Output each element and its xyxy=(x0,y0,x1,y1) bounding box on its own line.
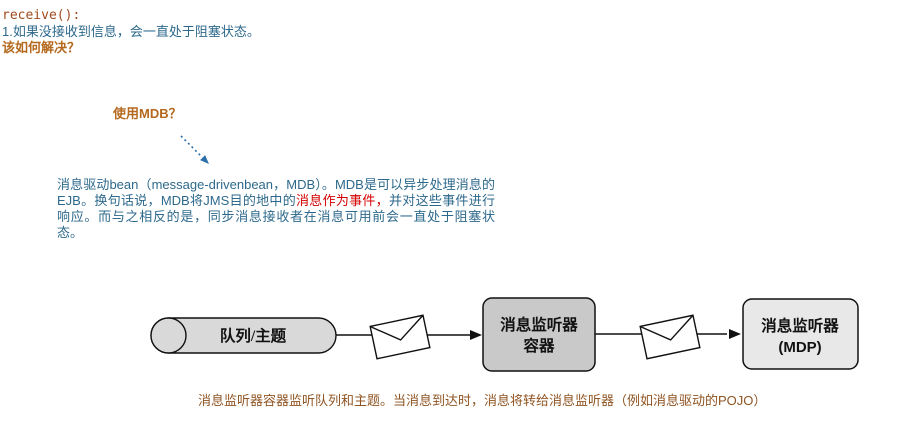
arrowhead-into-container xyxy=(470,330,482,340)
how-to-solve-question: 该如何解决？ xyxy=(2,40,81,55)
envelope-body xyxy=(369,314,431,360)
envelope-flap xyxy=(369,314,424,341)
dashed-arrow-head xyxy=(200,155,209,164)
diagram-caption: 消息监听器容器监听队列和主题。当消息到达时，消息将转给消息监听器（例如消息驱动的… xyxy=(198,393,767,408)
dashed-arrow-icon xyxy=(180,135,209,164)
listener-label-line1: 消息监听器 xyxy=(761,316,839,335)
container-label-line2: 容器 xyxy=(522,336,555,355)
message-flow-diagram: 队列/主题 消息监听器 容器 消息监听器 (MDP) xyxy=(150,297,859,372)
notes-header: receive(): 1.如果没接收到信息，会一直处于阻塞状态。 该如何解决？ xyxy=(2,8,260,56)
container-label-line1: 消息监听器 xyxy=(500,315,578,334)
cylinder-left-cap xyxy=(150,317,187,354)
receive-code-line: receive(): xyxy=(2,8,81,23)
arrowhead-into-listener xyxy=(729,329,741,339)
envelope-body xyxy=(639,314,701,360)
envelope-flap xyxy=(639,314,694,341)
blocking-problem-line: 1.如果没接收到信息，会一直处于阻塞状态。 xyxy=(2,24,260,39)
paragraph-text-after: 并对这些事件进行响应。而与之相反的是，同步消息接收者在消息可用前会一直处于阻塞状… xyxy=(57,193,495,240)
envelope-icon-1 xyxy=(369,314,431,360)
queue-topic-cylinder: 队列/主题 xyxy=(150,317,337,354)
listener-rect xyxy=(742,298,859,370)
dashed-arrow-shaft xyxy=(180,135,203,158)
listener-mdp-box: 消息监听器 (MDP) xyxy=(742,298,859,370)
use-mdb-annotation: 使用MDB？ xyxy=(113,106,182,121)
listener-label-line2: (MDP) xyxy=(778,339,821,356)
paragraph-text-before: 消息驱动bean（message-drivenbean，MDB）。MDB是可以异… xyxy=(57,177,495,208)
container-rect xyxy=(482,297,596,372)
queue-topic-label: 队列/主题 xyxy=(220,326,287,345)
envelope-icon-2 xyxy=(639,314,701,360)
mdb-paragraph: 消息驱动bean（message-drivenbean，MDB）。MDB是可以异… xyxy=(57,177,495,241)
listener-container-box: 消息监听器 容器 xyxy=(482,297,596,372)
paragraph-highlight-red: 消息作为事件， xyxy=(296,193,389,208)
